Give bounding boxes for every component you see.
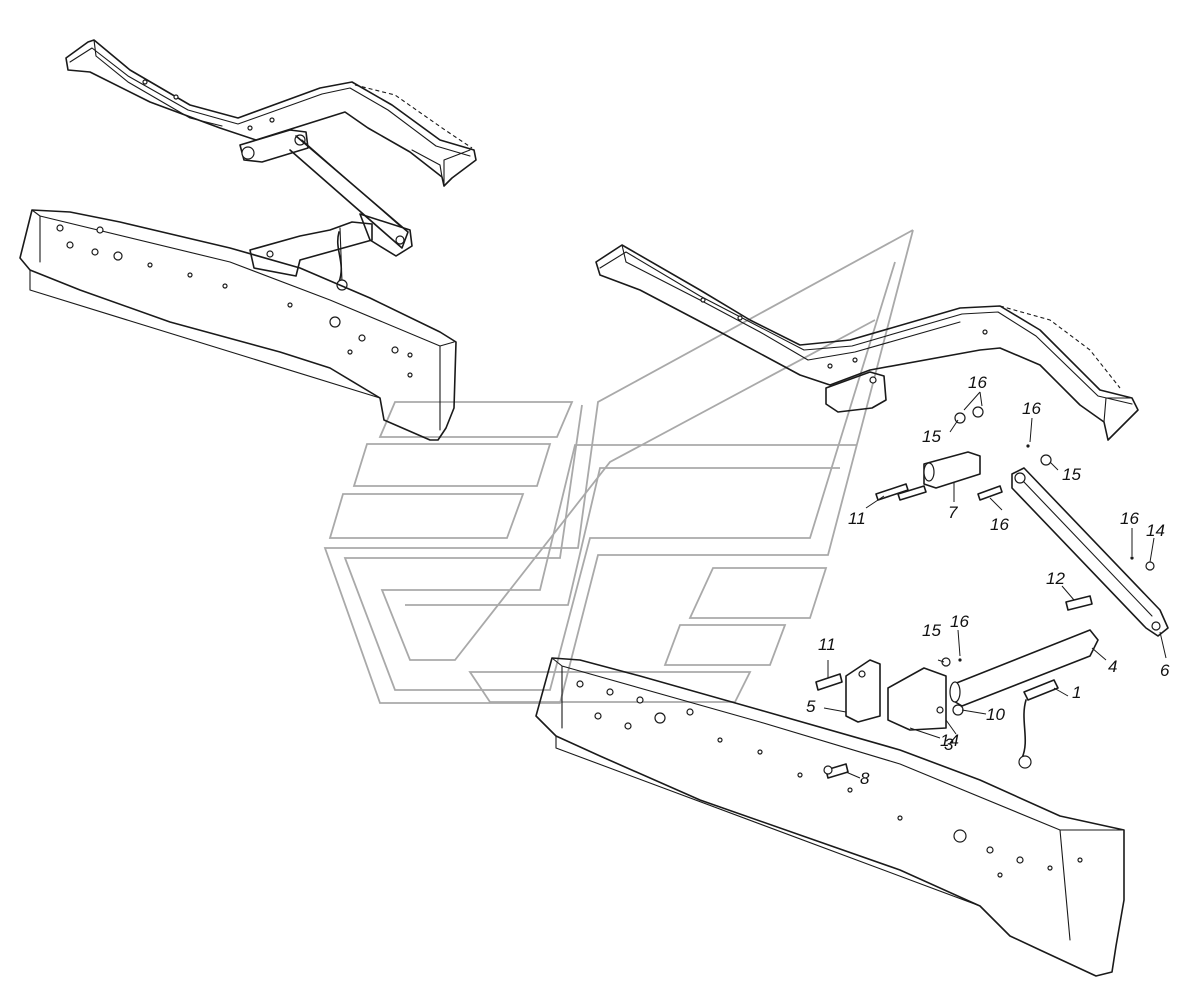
callout-10: 10 bbox=[986, 705, 1005, 724]
callout-6: 6 bbox=[1160, 661, 1170, 680]
callout-16-strut: 16 bbox=[1120, 509, 1139, 528]
callout-16-top: 16 bbox=[968, 373, 987, 392]
callout-15-upper-left: 15 bbox=[922, 427, 941, 446]
right-frame-rail bbox=[595, 244, 1139, 441]
callout-5: 5 bbox=[806, 697, 816, 716]
callout-11-lower: 11 bbox=[818, 635, 836, 654]
upper-left-strut-assembly bbox=[239, 129, 413, 291]
upper-left-frame-rail bbox=[65, 39, 477, 187]
callout-1: 1 bbox=[1072, 683, 1081, 702]
watermark-logo bbox=[323, 229, 914, 704]
exploded-parts bbox=[815, 406, 1169, 779]
callouts: 1 3 4 5 6 7 8 10 11 11 12 14 14 15 15 15… bbox=[806, 373, 1170, 788]
lower-main-beam bbox=[535, 657, 1125, 977]
callout-16-right: 16 bbox=[1022, 399, 1041, 418]
callout-11-upper: 11 bbox=[848, 509, 866, 528]
callout-16-pin: 16 bbox=[990, 515, 1009, 534]
callout-14-lower: 14 bbox=[940, 731, 959, 750]
callout-3: 3 bbox=[944, 735, 954, 754]
callout-14-upper: 14 bbox=[1146, 521, 1165, 540]
callout-15-upper-right: 15 bbox=[1062, 465, 1081, 484]
callout-7: 7 bbox=[948, 503, 958, 522]
leader-lines bbox=[823, 391, 1167, 779]
callout-15-lower: 15 bbox=[922, 621, 941, 640]
callout-12: 12 bbox=[1046, 569, 1065, 588]
callout-8: 8 bbox=[860, 769, 870, 788]
callout-4: 4 bbox=[1108, 657, 1117, 676]
upper-left-main-beam bbox=[19, 209, 457, 441]
callout-16-lower: 16 bbox=[950, 612, 969, 631]
